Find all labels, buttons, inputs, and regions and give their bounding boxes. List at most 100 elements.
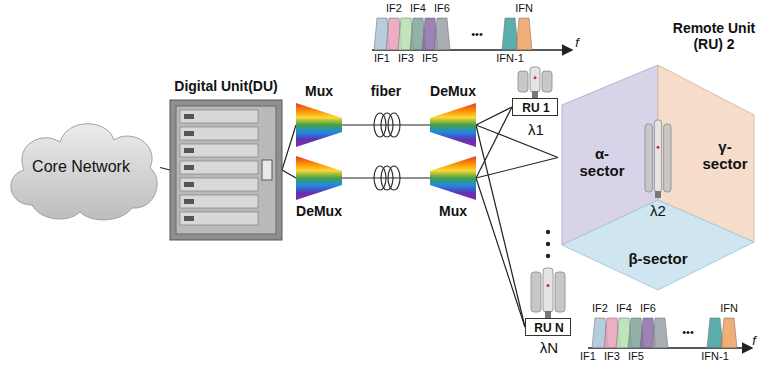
spectrum-label: IFN bbox=[709, 302, 749, 315]
spectrum-label: ••• bbox=[668, 326, 708, 339]
node-label: RU N bbox=[526, 319, 572, 337]
antenna-panel bbox=[543, 268, 553, 312]
fiber-link bbox=[342, 177, 430, 178]
wavelength-label: λN bbox=[526, 339, 572, 356]
du-port bbox=[184, 148, 194, 153]
fiber-link bbox=[476, 125, 525, 327]
carrier-band bbox=[516, 18, 532, 50]
fiber-link bbox=[476, 107, 512, 178]
carrier-band bbox=[652, 318, 668, 348]
du-port bbox=[184, 131, 194, 136]
mux-prism-shape bbox=[296, 103, 342, 147]
spectrum-label: IF1 bbox=[568, 350, 608, 363]
du-slot bbox=[180, 110, 258, 123]
carrier-band bbox=[721, 318, 737, 348]
antenna-mast bbox=[532, 91, 538, 98]
spectrum-label: f bbox=[749, 334, 759, 347]
antenna-panel bbox=[654, 120, 661, 192]
prism-shape bbox=[430, 103, 476, 147]
node-label: Digital Unit(DU) bbox=[150, 78, 302, 94]
demux-prism: DeMux bbox=[296, 156, 342, 200]
fiber-link bbox=[476, 158, 558, 179]
fiber-link bbox=[282, 170, 296, 178]
mux-prism: Mux bbox=[296, 103, 342, 147]
antenna-mast bbox=[655, 191, 661, 198]
node-label: Core Network bbox=[2, 158, 160, 176]
spectrum-label: IF2 bbox=[374, 2, 414, 15]
dot bbox=[546, 254, 550, 258]
spectrum-label: IF6 bbox=[628, 302, 668, 315]
antenna-panel bbox=[555, 272, 565, 312]
spectrum-label: IFN-1 bbox=[490, 52, 530, 65]
spectrum-label: IF6 bbox=[422, 2, 462, 15]
du-slot bbox=[180, 178, 258, 191]
prism-shape bbox=[430, 156, 476, 200]
remote-unit: RU 1λ1 bbox=[512, 98, 558, 116]
spectrum-label: IF3 bbox=[386, 52, 426, 65]
edge-label: fiber bbox=[356, 83, 416, 99]
spectrum-label: f bbox=[572, 36, 582, 49]
antenna-panel bbox=[542, 71, 552, 92]
du-switch bbox=[262, 160, 272, 180]
digital-unit: Digital Unit(DU) bbox=[170, 100, 282, 240]
antenna-led bbox=[547, 284, 550, 287]
sector-face: γ- sector bbox=[698, 138, 752, 178]
spectrum-label: ••• bbox=[457, 28, 497, 41]
antenna-led bbox=[657, 146, 660, 149]
spectrum-label: IFN bbox=[504, 2, 544, 15]
node-label: α- sector bbox=[572, 145, 632, 180]
spectrum-label: IF2 bbox=[580, 302, 620, 315]
fiber-link bbox=[476, 178, 525, 327]
node-label: RU 1 bbox=[513, 99, 559, 117]
du-port bbox=[184, 216, 194, 221]
spectrum-label: IF1 bbox=[362, 52, 402, 65]
sector-face: β-sector bbox=[618, 250, 698, 270]
wavelength-label: λ2 bbox=[638, 202, 678, 219]
du-slot bbox=[180, 195, 258, 208]
spectrum-label: IF4 bbox=[398, 2, 438, 15]
demux-prism: DeMux bbox=[430, 103, 476, 147]
antenna-panel bbox=[645, 124, 652, 192]
demux-prism-shape bbox=[296, 156, 342, 200]
antenna-panel bbox=[531, 272, 541, 312]
node-label: Mux bbox=[284, 83, 354, 99]
remote-unit: RU NλN bbox=[525, 318, 571, 336]
spectrum-label: IF5 bbox=[410, 52, 450, 65]
prism-shape bbox=[296, 103, 342, 147]
du-port bbox=[184, 165, 194, 170]
beta-floor bbox=[562, 200, 754, 290]
node-label: Remote Unit (RU) 2 bbox=[670, 20, 758, 52]
du-slot bbox=[180, 127, 258, 140]
du-port bbox=[184, 114, 194, 119]
dot bbox=[546, 242, 550, 246]
du-slot bbox=[180, 161, 258, 174]
cloud-node: Core Network bbox=[2, 110, 160, 225]
antenna-panel bbox=[664, 124, 671, 192]
digital-unit-shape bbox=[170, 100, 282, 240]
du-port bbox=[184, 199, 194, 204]
node-label: DeMux bbox=[418, 83, 488, 99]
node-label: β-sector bbox=[618, 250, 698, 267]
node-label: DeMux bbox=[284, 203, 354, 219]
spectrum-label: IF3 bbox=[592, 350, 632, 363]
antenna-panel bbox=[518, 71, 528, 92]
continuation-dots bbox=[546, 230, 550, 258]
sector-face: α- sector bbox=[572, 145, 632, 185]
demux-prism-shape bbox=[430, 103, 476, 147]
fiber-link bbox=[476, 107, 512, 125]
prism-shape bbox=[296, 156, 342, 200]
dot bbox=[546, 230, 550, 234]
sector-cube: Remote Unit (RU) 2 λ2 α- sector γ- sector β-… bbox=[558, 20, 760, 295]
antenna-led bbox=[534, 76, 537, 79]
fiber-link bbox=[160, 168, 170, 171]
fiber-link bbox=[282, 125, 296, 170]
wavelength-label: λ1 bbox=[513, 121, 559, 138]
carrier-band bbox=[502, 18, 518, 50]
du-slot bbox=[180, 144, 258, 157]
carrier-band bbox=[707, 318, 723, 348]
mux-prism: Mux bbox=[430, 156, 476, 200]
mux-prism-shape bbox=[430, 156, 476, 200]
fiber-link bbox=[342, 124, 430, 125]
antenna-mast bbox=[545, 311, 551, 318]
